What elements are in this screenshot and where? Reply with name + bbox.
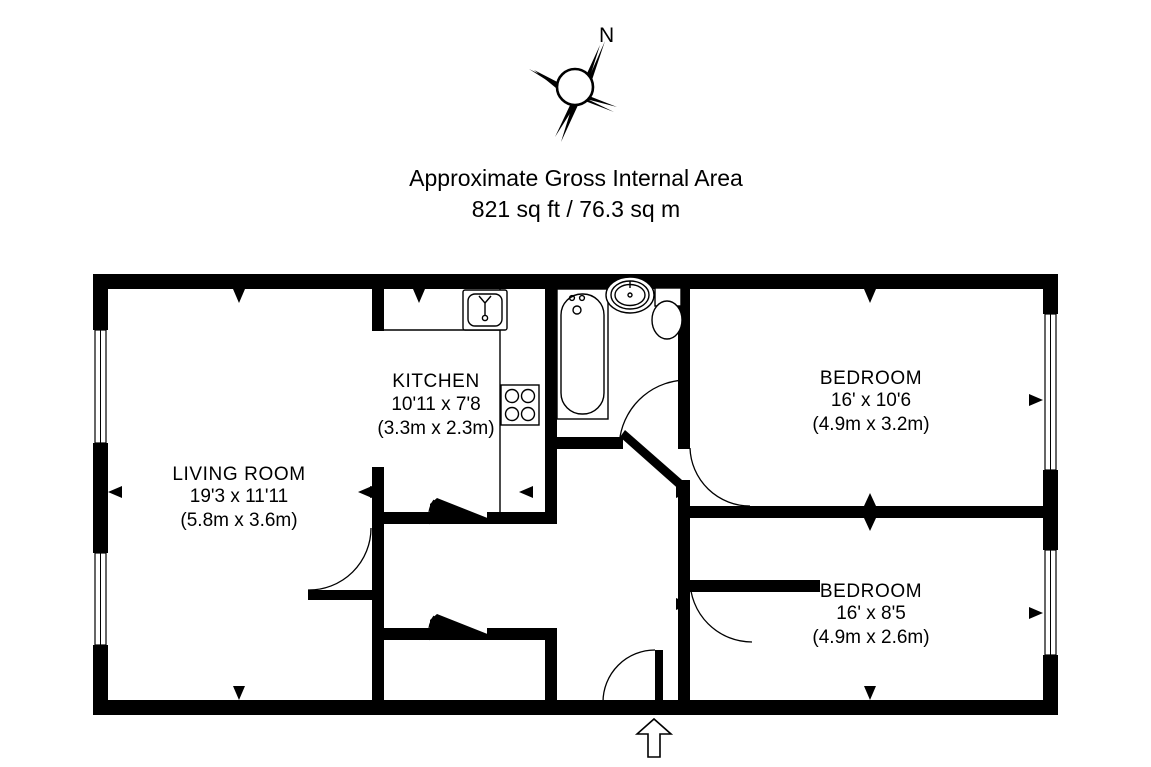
kitchen-name: KITCHEN [392, 371, 480, 392]
building-walls [93, 274, 1058, 715]
compass-rose-icon [529, 41, 617, 142]
bedroom-2-name: BEDROOM [820, 581, 922, 602]
window-bedroom-2 [1044, 549, 1057, 656]
window-living-room-lower [94, 552, 107, 646]
kitchen-dim-metric: (3.3m x 2.3m) [377, 418, 494, 439]
bedroom-1-dim-imperial: 16' x 10'6 [831, 390, 911, 411]
bedroom-2-dim-metric: (4.9m x 2.6m) [812, 627, 929, 648]
hob-icon [500, 384, 540, 426]
door-kitchen [428, 498, 490, 525]
bedroom-1-name: BEDROOM [820, 368, 922, 389]
door-bedroom-2 [689, 579, 753, 643]
area-note-line2: 821 sq ft / 76.3 sq m [472, 196, 680, 222]
compass-north-label: N [599, 24, 614, 47]
living-room-name: LIVING ROOM [172, 464, 305, 485]
door-cupboard [428, 614, 490, 641]
room-label-living-room: LIVING ROOM 19'3 x 11'11 (5.8m x 3.6m) [172, 464, 305, 531]
room-label-kitchen: KITCHEN 10'11 x 7'8 (3.3m x 2.3m) [377, 371, 494, 439]
sink-icon [462, 289, 508, 331]
wash-basin-icon [605, 276, 655, 314]
room-label-bedroom-2: BEDROOM 16' x 8'5 (4.9m x 2.6m) [812, 581, 929, 648]
bedroom-2-dim-imperial: 16' x 8'5 [836, 603, 906, 624]
bedroom-1-dim-metric: (4.9m x 3.2m) [812, 414, 929, 435]
direction-markers [108, 289, 1043, 700]
living-room-dim-imperial: 19'3 x 11'11 [190, 486, 288, 507]
window-living-room-upper [94, 329, 107, 444]
window-bedroom-1 [1044, 313, 1057, 471]
door-bedroom-1 [689, 447, 751, 507]
room-label-bedroom-1: BEDROOM 16' x 10'6 (4.9m x 3.2m) [812, 368, 929, 435]
door-bathroom [619, 379, 690, 493]
living-room-dim-metric: (5.8m x 3.6m) [180, 510, 297, 531]
door-entrance [602, 649, 663, 703]
area-note-line1: Approximate Gross Internal Area [409, 165, 743, 191]
bathtub-icon [556, 288, 609, 420]
door-living-room [307, 527, 372, 591]
toilet-icon [651, 287, 683, 340]
entrance-arrow-icon [634, 717, 674, 758]
kitchen-dim-imperial: 10'11 x 7'8 [391, 394, 480, 415]
